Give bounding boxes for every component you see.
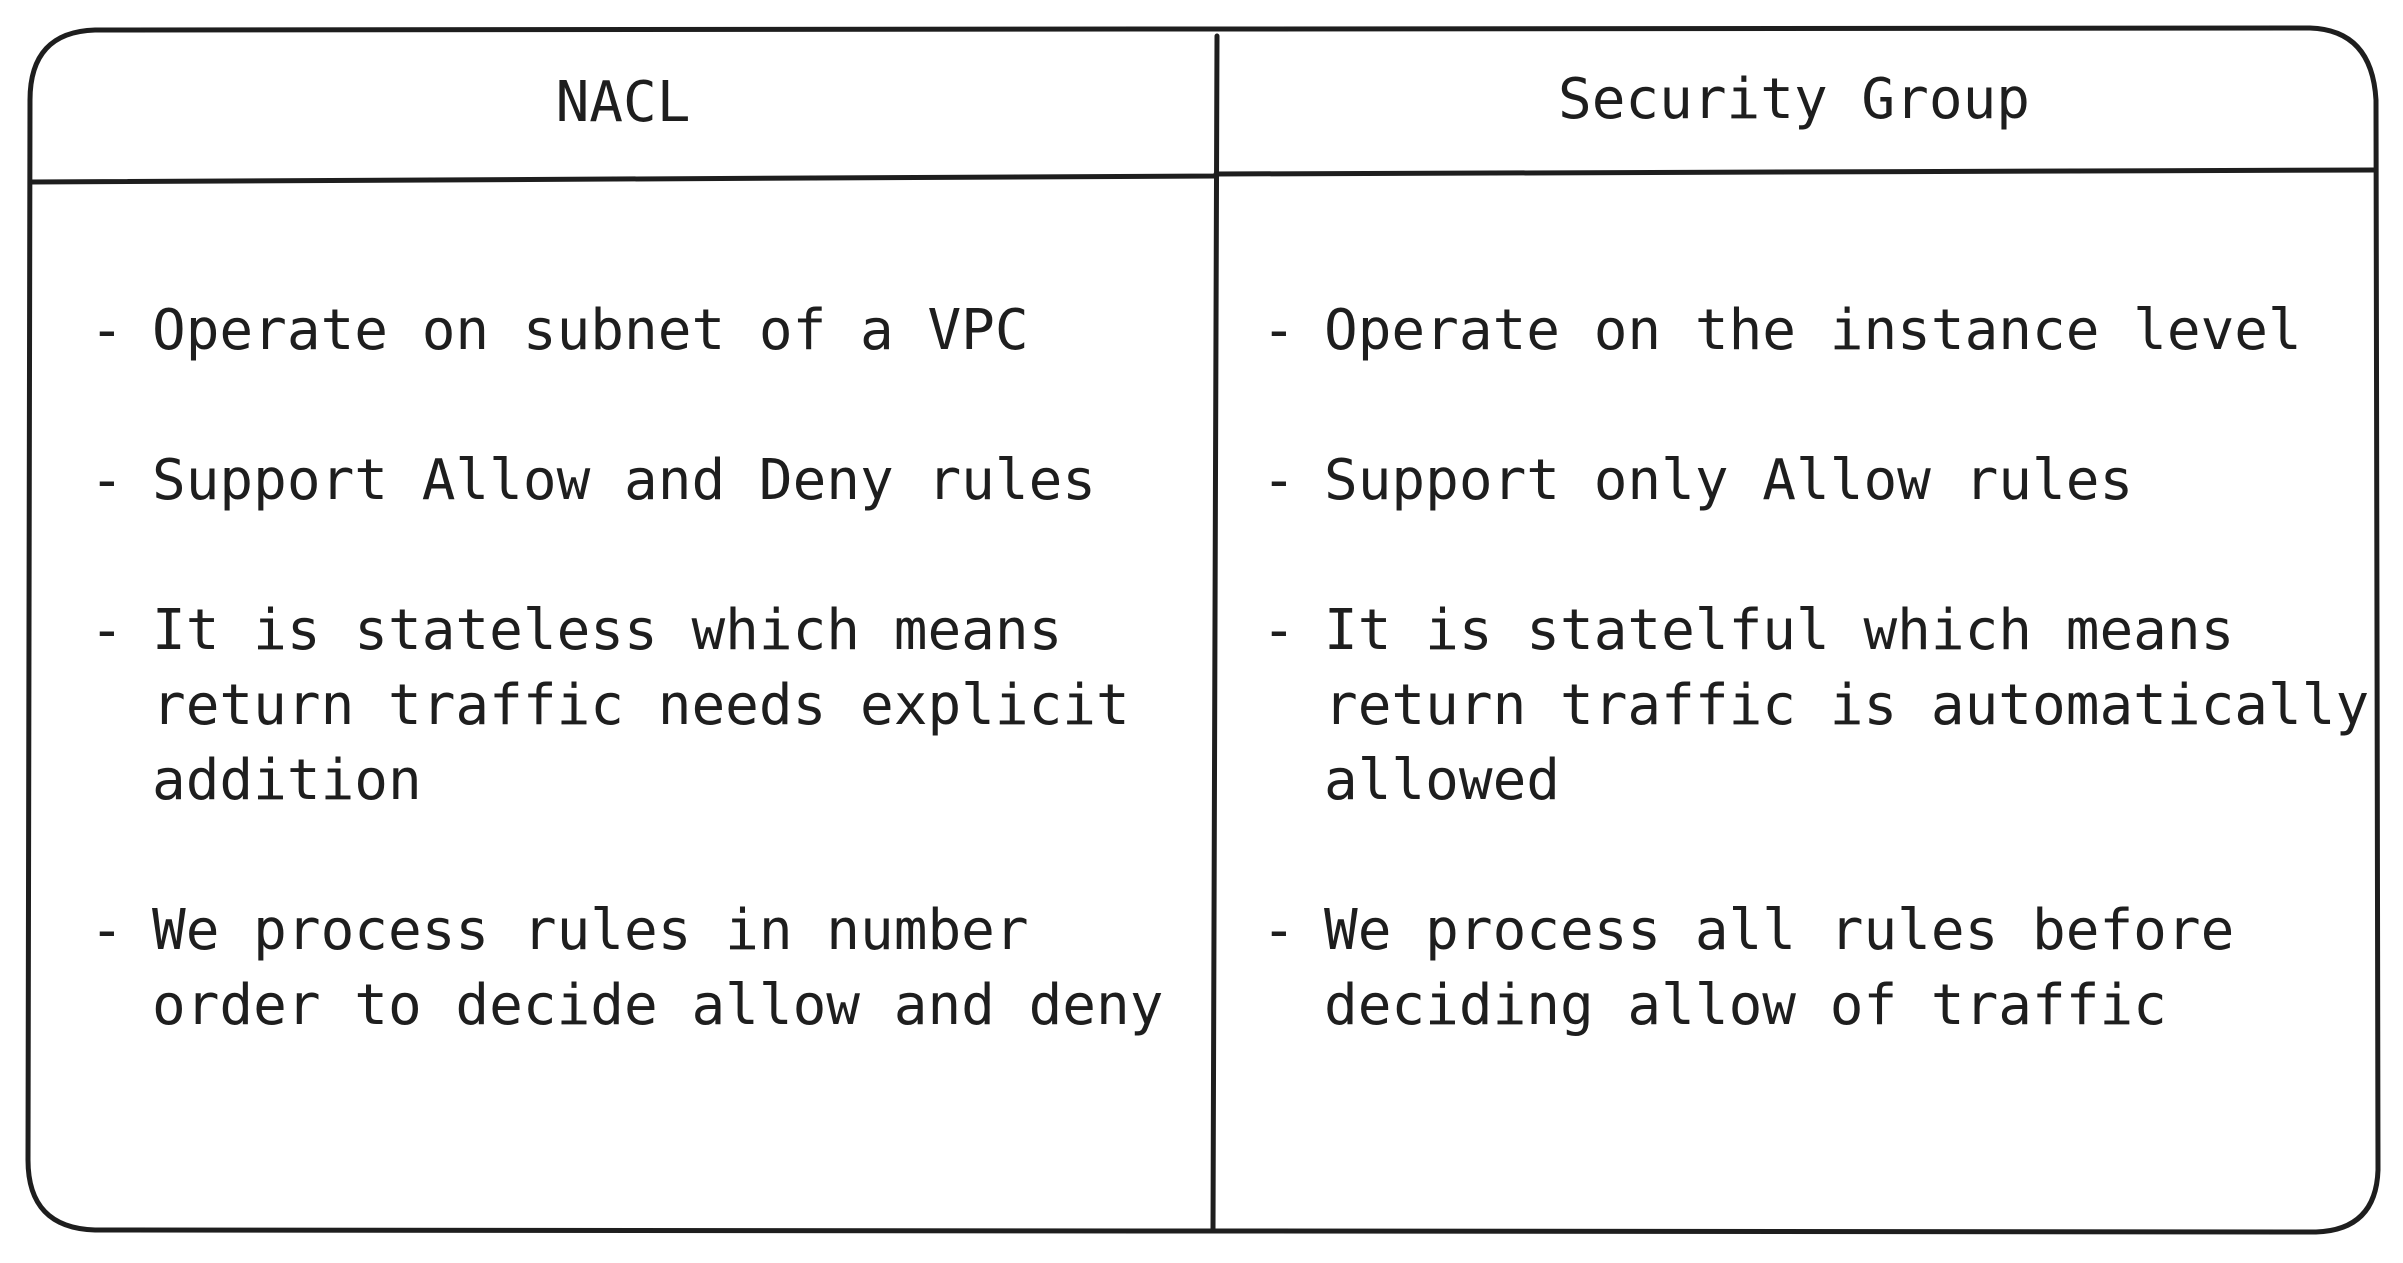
bullet-dash: - [1262, 898, 1296, 963]
table-outline [25, 25, 2381, 1235]
security-group-item-text: We process all rules before deciding all… [1324, 898, 2235, 1038]
bullet-dash: - [90, 448, 124, 513]
bullet-dash: - [90, 598, 124, 663]
column-header-security-group: Security Group [1557, 67, 2030, 132]
bullet-dash: - [1262, 298, 1296, 363]
column-divider [1210, 33, 1220, 1233]
header-divider [27, 167, 2379, 185]
nacl-item-text: We process rules in number order to deci… [152, 898, 1164, 1038]
nacl-item-text: Support Allow and Deny rules [152, 448, 1097, 513]
column-header-nacl: NACL [555, 70, 691, 135]
security-group-item-text: Operate on the instance level [1324, 298, 2302, 363]
bullet-dash: - [1262, 598, 1296, 663]
nacl-item-text: Operate on subnet of a VPC [152, 298, 1029, 363]
security-group-item-text: It is statelful which means return traff… [1324, 598, 2370, 813]
bullet-dash: - [90, 298, 124, 363]
nacl-item-text: It is stateless which means return traff… [152, 598, 1130, 813]
security-group-item-text: Support only Allow rules [1324, 448, 2134, 513]
bullet-dash: - [1262, 448, 1296, 513]
bullet-dash: - [90, 898, 124, 963]
